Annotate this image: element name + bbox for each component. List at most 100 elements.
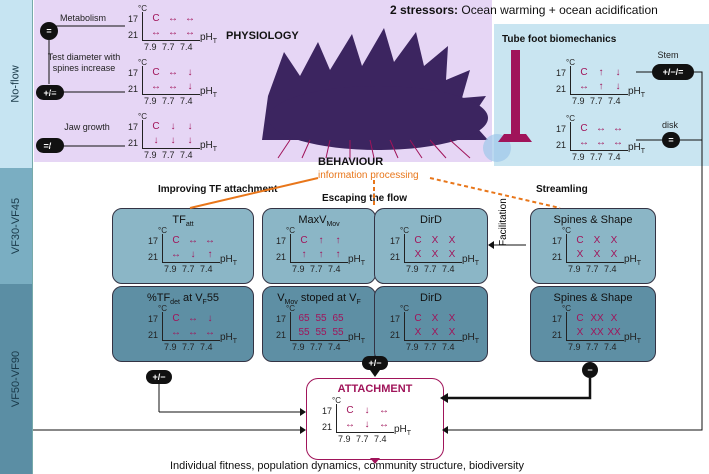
cell-r1-c1: C xyxy=(152,13,160,24)
section-improving: Improving TF attachment xyxy=(158,184,278,195)
y-axis xyxy=(404,234,405,262)
x-axis xyxy=(404,262,462,263)
tube-foot xyxy=(301,139,311,159)
tick-17: 17 xyxy=(128,68,139,78)
cell-r2-c3: X xyxy=(448,249,456,260)
y-axis xyxy=(142,120,143,148)
arrowhead-facilitation xyxy=(488,241,494,249)
x-axis xyxy=(142,40,200,41)
y-axis xyxy=(570,66,571,94)
cell-r2-c2: 55 xyxy=(315,327,327,338)
x-axis xyxy=(162,340,220,341)
cell-r1-c2: X xyxy=(431,235,439,246)
cell-r2-c1: ↔ xyxy=(171,249,181,260)
y-axis xyxy=(142,12,143,40)
x-axis xyxy=(290,262,348,263)
cell-r2-c3: ↔ xyxy=(379,419,389,430)
tick-7-4: 7.4 xyxy=(604,264,617,274)
tick-7-9: 7.9 xyxy=(144,150,157,160)
cell-r2-c2: X xyxy=(431,327,439,338)
tick-7-9: 7.9 xyxy=(144,96,157,106)
box-tfdet: %TFdet at VF55 xyxy=(112,286,254,362)
metabolism-label: Metabolism xyxy=(59,13,106,23)
cell-r1-c3: ↔ xyxy=(205,235,215,246)
footer-text: Individual fitness, population dynamics,… xyxy=(170,460,524,472)
ph-label: pHT xyxy=(628,142,646,155)
tick-7-7: 7.7 xyxy=(310,342,323,352)
tube-foot xyxy=(429,139,447,159)
band-no-flow: No-flow xyxy=(0,0,33,168)
tick-17: 17 xyxy=(128,122,139,132)
tick-7-9: 7.9 xyxy=(568,342,581,352)
x-axis xyxy=(566,262,624,263)
tick-21: 21 xyxy=(552,252,563,262)
tick-17: 17 xyxy=(128,14,139,24)
cell-r2-c2: ↔ xyxy=(168,81,178,92)
cell-r1-c2: ↓ xyxy=(364,405,370,416)
cell-r1-c1: C xyxy=(152,67,160,78)
cell-r1-c1: C xyxy=(346,405,354,416)
ph-label: pHT xyxy=(348,332,366,345)
cell-r1-c2: 55 xyxy=(315,313,327,324)
tube-foot xyxy=(369,139,375,159)
axis-unit-label: °C xyxy=(400,226,409,235)
ph-label: pHT xyxy=(348,254,366,267)
tick-17: 17 xyxy=(552,236,563,246)
tick-7-7: 7.7 xyxy=(356,434,369,444)
cell-r1-c2: ↑ xyxy=(598,67,604,78)
tick-21: 21 xyxy=(128,30,139,40)
tick-21: 21 xyxy=(322,422,333,432)
arrowhead-vmov xyxy=(370,370,380,377)
orange-line-left xyxy=(189,177,319,209)
tick-17: 17 xyxy=(390,236,401,246)
axis-unit-label: °C xyxy=(566,58,575,67)
cell-r2-c3: ↔ xyxy=(185,27,195,38)
cell-r1-c1: C xyxy=(414,235,422,246)
cell-r2-c3: X xyxy=(448,327,456,338)
behaviour-label: BEHAVIOUR xyxy=(318,156,384,168)
tick-7-4: 7.4 xyxy=(180,96,193,106)
cell-r1-c2: ↔ xyxy=(596,123,606,134)
y-axis xyxy=(566,312,567,340)
tick-21: 21 xyxy=(148,252,159,262)
tick-17: 17 xyxy=(276,314,287,324)
cell-r2-c3: ↑ xyxy=(335,249,341,260)
axis-unit-label: °C xyxy=(566,114,575,123)
axis-unit-label: °C xyxy=(138,112,147,121)
ph-label: pHT xyxy=(624,332,642,345)
tick-21: 21 xyxy=(128,84,139,94)
tick-17: 17 xyxy=(276,236,287,246)
cell-r2-c3: ↔ xyxy=(613,137,623,148)
stem-badge: +/−/= xyxy=(652,64,694,80)
cell-r2-c1: 55 xyxy=(298,327,310,338)
cell-r1-c2: ↓ xyxy=(170,121,176,132)
ph-label: pHT xyxy=(462,332,480,345)
box-spines2: Spines & Shape xyxy=(530,286,656,362)
tick-17: 17 xyxy=(556,124,567,134)
tick-7-9: 7.9 xyxy=(572,96,585,106)
cell-r2-c1: X xyxy=(576,249,584,260)
ph-label: pHT xyxy=(624,254,642,267)
box-spines1: Spines & Shape xyxy=(530,208,656,284)
tick-7-7: 7.7 xyxy=(162,96,175,106)
axis-unit-label: °C xyxy=(562,304,571,313)
cell-r2-c3: ↑ xyxy=(207,249,213,260)
cell-r1-c3: ↓ xyxy=(615,67,621,78)
tick-7-4: 7.4 xyxy=(442,264,455,274)
cell-r2-c1: X xyxy=(576,327,584,338)
stressors-header-rest: Ocean warming + ocean acidification xyxy=(458,3,658,17)
tick-7-7: 7.7 xyxy=(424,342,437,352)
box-maxv-title: MaxVMov xyxy=(298,214,340,229)
ph-label: pHT xyxy=(394,424,412,437)
tick-21: 21 xyxy=(556,84,567,94)
cell-r1-c3: ↔ xyxy=(613,123,623,134)
test-label: Test diameter with spines increase xyxy=(47,52,121,73)
tick-7-7: 7.7 xyxy=(424,264,437,274)
tick-7-9: 7.9 xyxy=(338,434,351,444)
cell-r2-c1: ↑ xyxy=(301,249,307,260)
